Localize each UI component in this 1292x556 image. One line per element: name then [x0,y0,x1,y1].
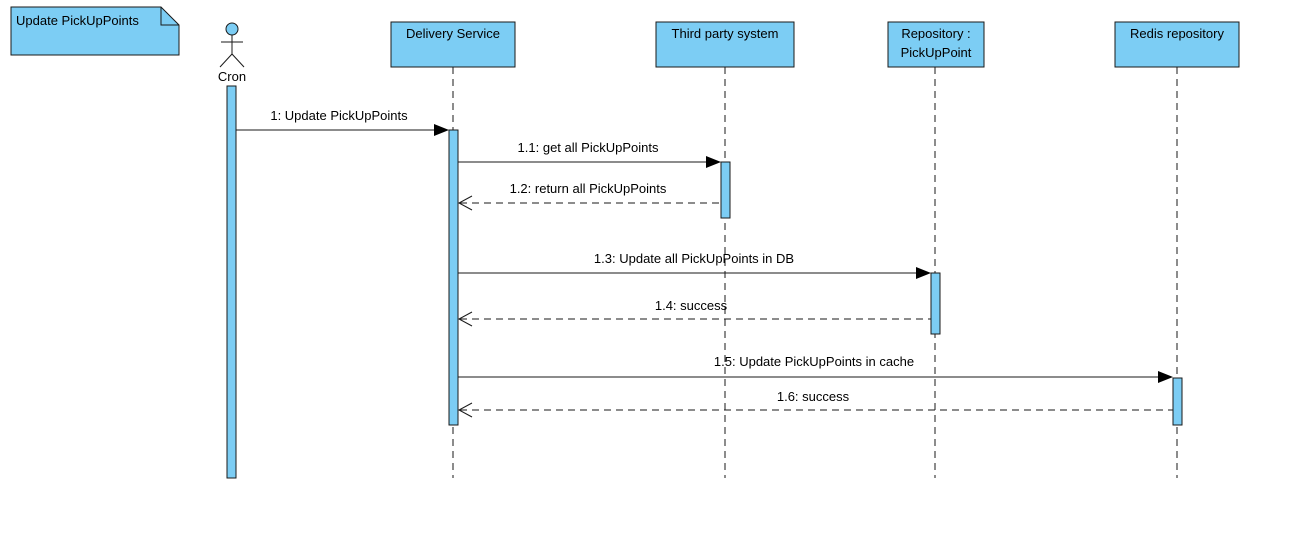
actor-head [225,22,239,36]
participant-third-party: Third party system [655,21,795,68]
participant-label: Redis repository [1130,26,1224,41]
message-label: 1.2: return all PickUpPoints [510,181,667,196]
message-label: 1.6: success [777,389,850,404]
message-1-2: 1.2: return all PickUpPoints [457,181,721,211]
participant-repository: Repository : PickUpPoint [887,21,985,68]
frame-title: Update PickUpPoints [16,13,139,28]
activation-delivery [448,129,459,426]
message-1-1: 1.1: get all PickUpPoints [458,140,721,168]
participant-label: Delivery Service [406,26,500,41]
participant-label: Third party system [672,26,779,41]
participant-delivery: Delivery Service [390,21,516,68]
message-1-6: 1.6: success [457,389,1173,418]
actor-label: Cron [218,69,246,84]
message-1-5: 1.5: Update PickUpPoints in cache [458,354,1173,383]
message-label: 1.1: get all PickUpPoints [518,140,659,155]
participant-label-line1: Repository : [901,26,970,41]
activation-third-party [720,161,731,219]
actor-cron [219,22,245,68]
message-1: 1: Update PickUpPoints [236,108,449,136]
activation-repository [930,272,941,335]
activation-redis [1172,377,1183,426]
participant-label-line2: PickUpPoint [901,45,972,60]
participant-redis: Redis repository [1114,21,1240,68]
message-1-4: 1.4: success [457,298,931,327]
message-label: 1.5: Update PickUpPoints in cache [714,354,914,369]
message-label: 1.4: success [655,298,728,313]
message-1-3: 1.3: Update all PickUpPoints in DB [458,251,931,279]
activation-cron [226,85,237,479]
activations [226,85,1183,479]
message-label: 1: Update PickUpPoints [270,108,408,123]
diagram-frame-note: Update PickUpPoints [10,6,180,56]
message-label: 1.3: Update all PickUpPoints in DB [594,251,794,266]
